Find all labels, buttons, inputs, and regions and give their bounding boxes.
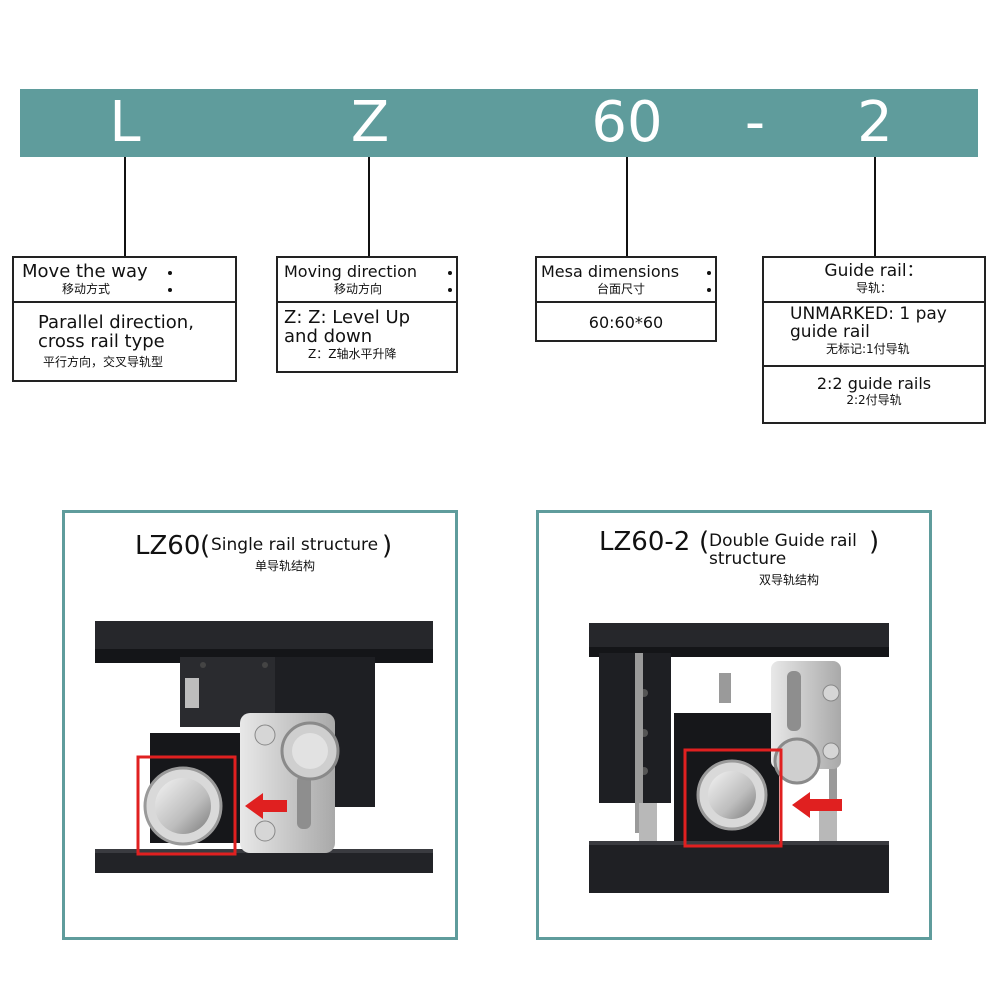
guide-rail-opt2-cn: 2:2付导轨 [846, 393, 902, 407]
moving-direction-value: Z: Z: Level Up and down [284, 307, 411, 347]
moving-direction-title: Moving direction [284, 262, 418, 281]
code-l: L [109, 90, 141, 155]
move-way-title: Move the way [22, 261, 148, 282]
lz60-cn: 单导轨结构 [255, 559, 316, 573]
code-size: 60 [591, 90, 663, 155]
model-code-banner: L Z 60 - 2 [20, 89, 978, 157]
move-way-value: Parallel direction, cross rail type [38, 312, 194, 352]
connector-size [626, 157, 628, 257]
moving-direction-value-cn: Z：Z轴水平升降 [308, 347, 397, 361]
guide-rail-title-cn: 导轨： [855, 281, 892, 295]
lz60-2-desc: Double Guide rail [709, 531, 857, 551]
mesa-box: Mesa dimensions 台面尺寸 60:60*60 [535, 256, 717, 342]
guide-rail-opt2: 2:2 guide rails [816, 374, 932, 393]
connector-l [124, 157, 126, 257]
code-rails: 2 [857, 90, 893, 155]
guide-rail-box: Guide rail： 导轨： UNMARKED: 1 pay guide ra… [762, 256, 986, 424]
moving-direction-title-cn: 移动方向 [334, 282, 383, 296]
move-way-title-cn: 移动方式 [62, 282, 111, 296]
guide-rail-opt1-cn: 无标记:1付导轨 [826, 342, 910, 356]
code-z: Z [350, 90, 390, 155]
move-way-value-cn: 平行方向，交叉导轨型 [43, 355, 164, 369]
lz60-2-cn: 双导轨结构 [759, 573, 820, 587]
lz60-model: LZ60 [135, 531, 201, 561]
mesa-value: 60:60*60 [588, 313, 664, 332]
lz60-paren-open: ( [200, 531, 211, 561]
lz60-2-paren-close: ) [869, 527, 880, 557]
lz60-desc: Single rail structure [211, 535, 379, 555]
guide-rail-title: Guide rail： [824, 261, 924, 281]
moving-direction-box: Moving direction 移动方向 Z: Z: Level Up and… [276, 256, 458, 373]
lz60-paren-close: ) [382, 531, 393, 561]
lz60-2-model: LZ60-2 [599, 527, 691, 557]
lz60-stage-image [95, 621, 433, 873]
lz60-2-desc-line2: structure [709, 549, 787, 569]
move-way-box: Move the way 移动方式 Parallel direction, cr… [12, 256, 237, 382]
mesa-title-cn: 台面尺寸 [597, 282, 646, 296]
lz60-2-paren-open: ( [699, 527, 710, 557]
mesa-title: Mesa dimensions [541, 262, 680, 281]
lz60-2-panel: LZ60-2 ( Double Guide rail structure ) 双… [536, 510, 932, 940]
code-dash: - [744, 90, 766, 155]
lz60-2-stage-image [589, 623, 889, 893]
lz60-panel: LZ60 ( Single rail structure ) 单导轨结构 [62, 510, 458, 940]
connector-z [368, 157, 370, 257]
guide-rail-opt1: UNMARKED: 1 pay guide rail [790, 304, 947, 342]
connector-rails [874, 157, 876, 257]
